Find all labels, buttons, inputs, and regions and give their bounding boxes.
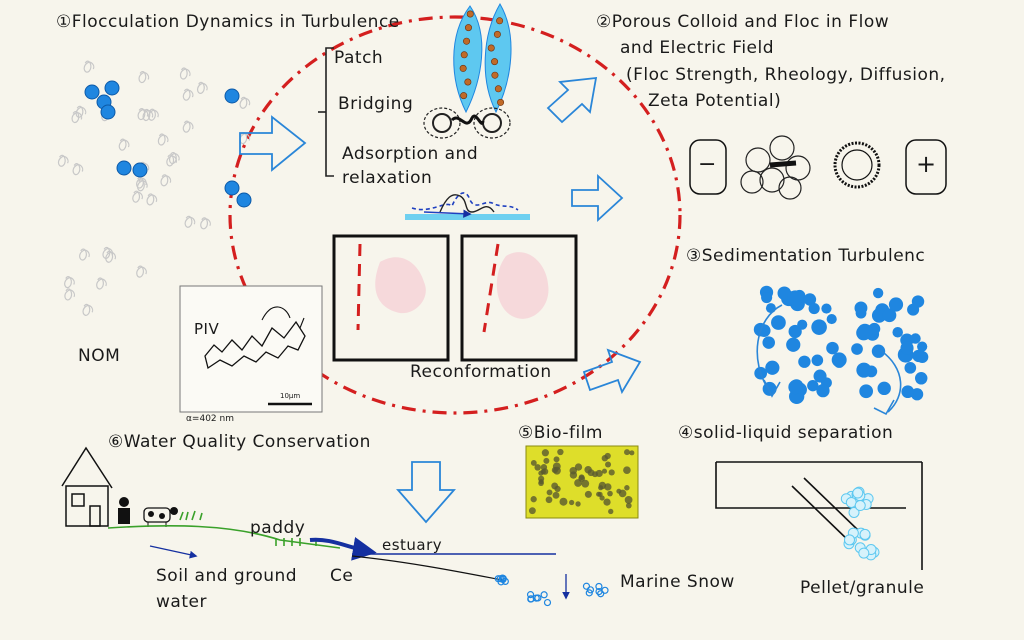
- ce-label: Ce: [330, 566, 354, 586]
- section-1-title: ①Flocculation Dynamics in Turbulence: [56, 12, 400, 32]
- piv-scale-label: 10μm: [280, 392, 301, 400]
- seabed-line: [351, 555, 503, 581]
- mechanism-adsorption-line2: relaxation: [342, 168, 433, 188]
- section-5-title: ⑤Bio-film: [518, 423, 603, 443]
- sedimentation-particles: [753, 285, 929, 405]
- soil-groundwater-line1: Soil and ground: [156, 566, 298, 586]
- arrow-to-section-2-mid: [571, 173, 624, 223]
- person: [118, 497, 130, 524]
- piv-label: PIV: [194, 320, 220, 338]
- marine-snow-label: Marine Snow: [620, 572, 735, 592]
- river-flow-arrow: [309, 537, 377, 561]
- marine-snow-flocs: [494, 574, 609, 607]
- estuary-label: estuary: [382, 536, 443, 554]
- soil-groundwater-line2: water: [156, 592, 207, 612]
- mechanism-patch: Patch: [334, 48, 384, 68]
- biofilm-box: [525, 445, 639, 519]
- arrow-to-section-3: [582, 348, 642, 395]
- section-6-title: ⑥Water Quality Conservation: [108, 432, 371, 452]
- cow: [143, 507, 178, 527]
- section-2-title-line1: ②Porous Colloid and Floc in Flow: [596, 12, 890, 32]
- mechanism-bridging: Bridging: [338, 94, 414, 114]
- section-2-title-line4: Zeta Potential): [648, 91, 782, 111]
- reconformation-label: Reconformation: [410, 362, 552, 382]
- negative-charge-symbol: −: [698, 152, 717, 177]
- mechanism-adsorption-line1: Adsorption and: [342, 144, 479, 164]
- house: [61, 446, 113, 527]
- pellet-granules: [840, 486, 880, 561]
- blue-colloid-particles: [84, 80, 252, 208]
- reconformation-boxes: [332, 234, 578, 362]
- mechanism-bracket: [325, 47, 334, 177]
- separator-tank: [715, 461, 923, 570]
- piv-image-panel: [179, 285, 323, 413]
- adsorbed-polymer-surface: [405, 192, 530, 220]
- arrow-to-section-2-top: [546, 76, 598, 124]
- section-2-title-line2: and Electric Field: [620, 38, 775, 58]
- nom-polymer-squiggles: [57, 60, 251, 316]
- section-3-title: ③Sedimentation Turbulenc: [686, 246, 926, 266]
- turbulence-streaks: [453, 3, 512, 114]
- arrow-down-to-section-6: [396, 461, 456, 524]
- reaction-zone-circle: [228, 15, 682, 415]
- groundwater-arrow: [149, 545, 198, 559]
- bridging-cartoon: [423, 107, 511, 139]
- arrow-into-circle: [239, 115, 307, 172]
- paddy-label: paddy: [250, 518, 306, 538]
- nom-label: NOM: [78, 346, 121, 366]
- section-4-title: ④solid-liquid separation: [678, 423, 894, 443]
- positive-charge-symbol: +: [916, 150, 937, 178]
- charge-cartoon: [689, 135, 947, 200]
- section-2-title-line3: (Floc Strength, Rheology, Diffusion,: [626, 65, 946, 85]
- sedimentation-flow-arrows: [756, 304, 902, 416]
- green-ground: [107, 510, 341, 549]
- pellet-granule-label: Pellet/granule: [800, 578, 925, 598]
- piv-alpha-label: α=402 nm: [186, 414, 234, 424]
